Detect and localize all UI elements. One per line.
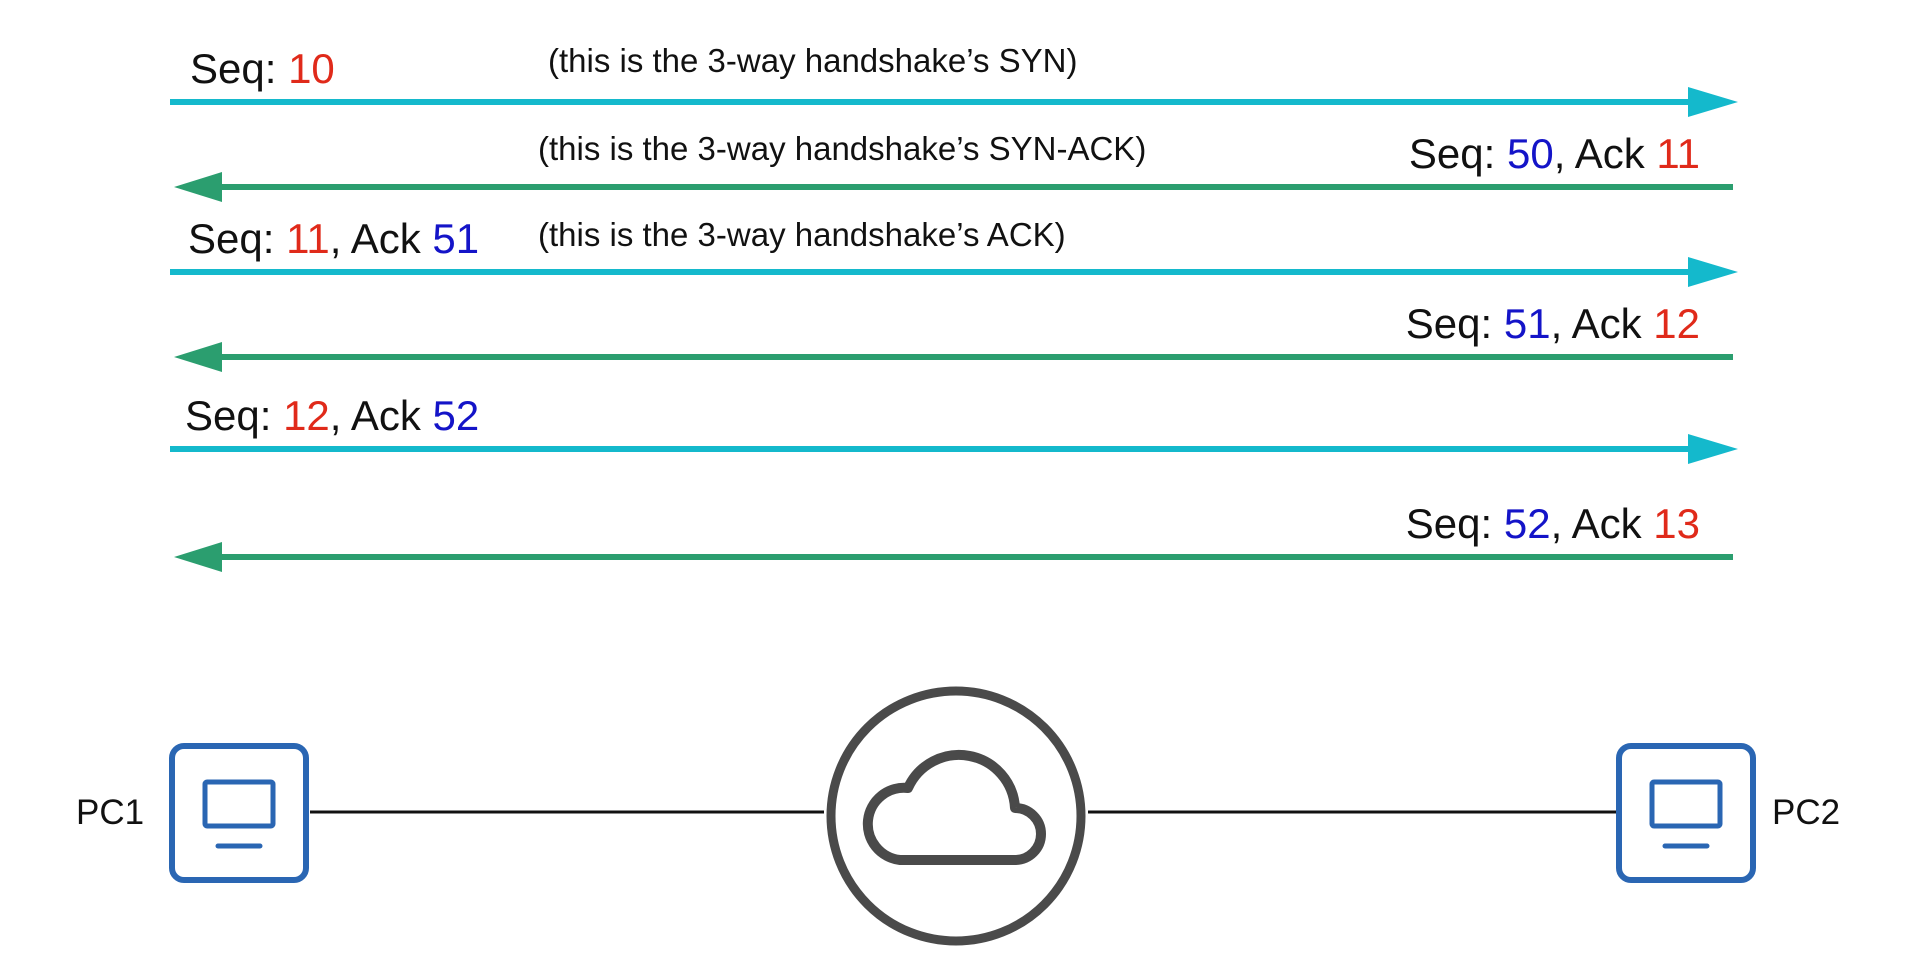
seq-prefix: Seq: [188,215,286,262]
seq-number: 12 [283,392,330,439]
message-6: Seq: 52, Ack 13 [174,500,1733,572]
arrowhead-right [1688,257,1738,287]
seq-prefix: Seq: [190,45,288,92]
pc1-label: PC1 [76,793,144,832]
arrowhead-right [1688,434,1738,464]
arrowhead-left [174,342,222,372]
seq-prefix: Seq: [1406,500,1504,547]
message-1: Seq: 10 (this is the 3-way handshake’s SY… [170,42,1738,117]
message-2: Seq: 50, Ack 11 (this is the 3-way handsh… [174,130,1733,202]
message-exchange: Seq: 10 (this is the 3-way handshake’s SY… [170,42,1738,572]
seq-number: 51 [1504,300,1551,347]
ack-number: 11 [1656,130,1700,177]
network-cloud-icon [826,686,1086,946]
arrowhead-right [1688,87,1738,117]
network-topology: PC1 PC2 [76,686,1840,946]
seq-ack-label: Seq: 50, Ack 11 [1409,130,1700,177]
seq-prefix: Seq: [1406,300,1504,347]
handshake-note: (this is the 3-way handshake’s ACK) [538,216,1066,253]
message-5: Seq: 12, Ack 52 [170,392,1738,464]
seq-ack-label: Seq: 11, Ack 51 [188,215,479,262]
seq-prefix: Seq: [1409,130,1507,177]
ack-prefix: , Ack [1551,300,1654,347]
pc2-label: PC2 [1772,793,1840,832]
handshake-note: (this is the 3-way handshake’s SYN-ACK) [538,130,1146,167]
seq-ack-label: Seq: 12, Ack 52 [185,392,479,439]
arrowhead-left [174,542,222,572]
arrowhead-left [174,172,222,202]
ack-number: 12 [1653,300,1700,347]
ack-prefix: , Ack [330,215,433,262]
ack-prefix: , Ack [330,392,433,439]
ack-number: 51 [432,215,479,262]
seq-prefix: Seq: [185,392,283,439]
ack-number: 13 [1653,500,1700,547]
seq-number: 11 [286,215,330,262]
message-4: Seq: 51, Ack 12 [174,300,1733,372]
seq-number: 52 [1504,500,1551,547]
seq-number: 10 [288,45,335,92]
ack-number: 52 [433,392,480,439]
pc1-computer-icon [169,743,309,883]
seq-ack-label: Seq: 52, Ack 13 [1406,500,1700,547]
seq-ack-label: Seq: 10 [190,45,335,92]
pc2-computer-icon [1616,743,1756,883]
seq-ack-label: Seq: 51, Ack 12 [1406,300,1700,347]
ack-prefix: , Ack [1551,500,1654,547]
message-3: Seq: 11, Ack 51 (this is the 3-way handsh… [170,215,1738,287]
ack-prefix: , Ack [1554,130,1657,177]
seq-number: 50 [1507,130,1554,177]
handshake-note: (this is the 3-way handshake’s SYN) [548,42,1077,79]
